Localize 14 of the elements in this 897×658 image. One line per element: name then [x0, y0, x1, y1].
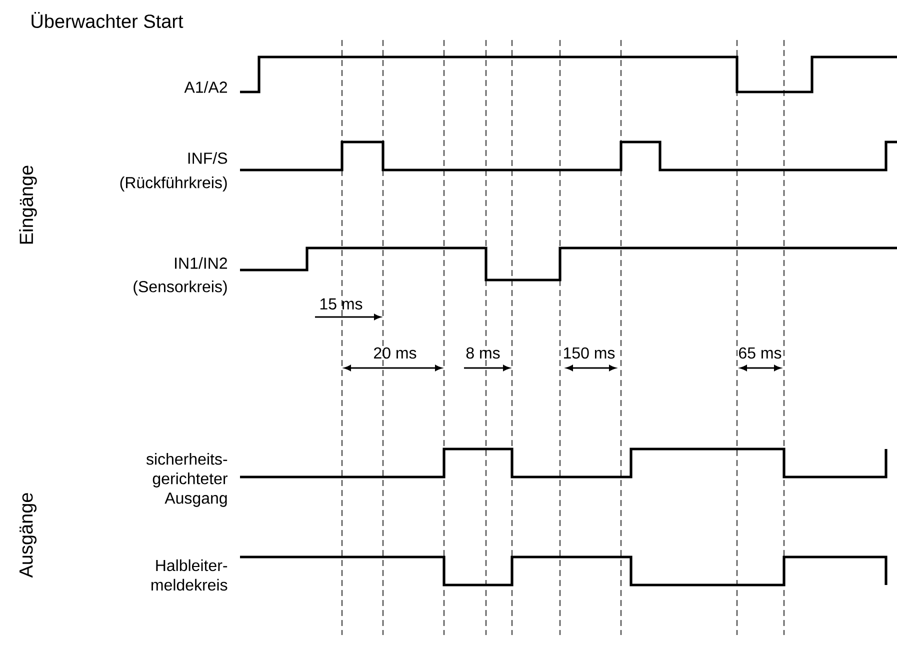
group-label: Ausgänge: [20, 493, 36, 578]
signal-label: Halbleiter-meldekreis: [152, 559, 228, 591]
signal-label: (Rückführkreis): [120, 176, 227, 192]
signal-label: A1/A2: [184, 81, 227, 93]
dimension-label: 65 ms: [739, 347, 782, 359]
dimension-label: 15 ms: [320, 298, 362, 310]
dimension-label: 8 ms: [466, 347, 500, 359]
title: Überwachter Start: [32, 12, 184, 28]
signal-label: sicherheits-gerichteter Ausgang: [146, 453, 228, 507]
signal-label: IN1/IN2: [175, 257, 227, 269]
group-label: Eingänge: [19, 166, 37, 244]
signal-label: INF/S: [188, 152, 228, 164]
dimension-label: 150 ms: [564, 347, 615, 359]
signal-label: (Sensorkreis): [134, 280, 227, 296]
